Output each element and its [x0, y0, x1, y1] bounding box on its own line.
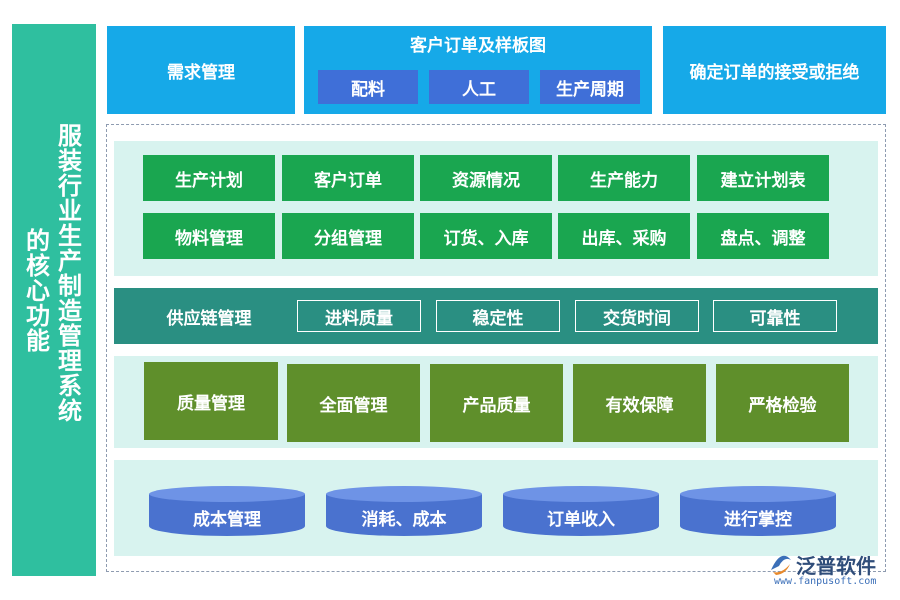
stability-item: 稳定性: [436, 300, 560, 332]
customer-orders-title: 客户订单及样板图: [410, 35, 546, 56]
demand-management-label: 需求管理: [167, 62, 235, 83]
quality-panel: 质量管理 全面管理 产品质量 有效保障 严格检验: [114, 356, 878, 448]
sidebar-title-char: 核: [26, 252, 50, 280]
outbound-purchasing-item: 出库、采购: [558, 213, 690, 259]
sidebar-title-char: 理: [58, 347, 82, 375]
sidebar-title-main: 服装行业生产制造管理系统: [58, 124, 82, 424]
sidebar-title-char: 服: [58, 122, 82, 150]
incoming-quality-item: 进料质量: [297, 300, 421, 332]
group-management-item: 分组管理: [282, 213, 414, 259]
sidebar-title-char: 行: [58, 172, 82, 200]
labor-item: 人工: [429, 70, 529, 104]
order-revenue-label: 订单收入: [547, 509, 615, 530]
fanpu-logo-url: www.fanpusoft.com: [774, 576, 877, 587]
sidebar-title-bar: 服装行业生产制造管理系统 的核心功能: [12, 24, 96, 576]
total-management-item: 全面管理: [287, 364, 420, 442]
order-decision-box: 确定订单的接受或拒绝: [663, 26, 886, 114]
fanpu-logo-brand: 泛普软件: [796, 554, 876, 578]
sidebar-title-char: 心: [26, 277, 50, 305]
customer-order-item: 客户订单: [282, 155, 414, 201]
reliability-item: 可靠性: [713, 300, 837, 332]
inventory-adjustment-item: 盘点、调整: [697, 213, 829, 259]
cost-management-cylinder: 成本管理: [149, 486, 305, 544]
sidebar-title-char: 管: [58, 322, 82, 350]
sidebar-title-char: 装: [58, 147, 82, 175]
delivery-time-item: 交货时间: [575, 300, 699, 332]
supply-chain-label: 供应链管理: [166, 308, 252, 329]
ordering-warehousing-item: 订货、入库: [420, 213, 552, 259]
quality-management-item: 质量管理: [144, 362, 278, 440]
strict-inspection-item: 严格检验: [716, 364, 849, 442]
planning-panel: 生产计划 客户订单 资源情况 生产能力 建立计划表 物料管理 分组管理 订货、入…: [114, 141, 878, 276]
sidebar-title-char: 业: [58, 197, 82, 225]
consumption-cost-cylinder: 消耗、成本: [326, 486, 482, 544]
sidebar-title-sub: 的核心功能: [26, 229, 50, 354]
control-cylinder: 进行掌控: [680, 486, 836, 544]
fanpu-logo-icon: [771, 555, 791, 575]
cost-panel: 成本管理 消耗、成本 订单收入 进行掌控: [114, 460, 878, 556]
sidebar-title-char: 统: [58, 397, 82, 425]
sidebar-title-char: 的: [26, 227, 50, 255]
sidebar-title-char: 造: [58, 297, 82, 325]
sidebar-title-char: 功: [26, 302, 50, 330]
customer-orders-box: 客户订单及样板图 配料 人工 生产周期: [304, 26, 652, 114]
sidebar-title-char: 制: [58, 272, 82, 300]
demand-management-box: 需求管理: [107, 26, 295, 114]
fanpu-logo: 泛普软件 www.fanpusoft.com: [762, 550, 892, 590]
consumption-cost-label: 消耗、成本: [361, 509, 447, 530]
product-quality-item: 产品质量: [430, 364, 563, 442]
production-cycle-item: 生产周期: [540, 70, 640, 104]
supply-chain-bar: 供应链管理 进料质量 稳定性 交货时间 可靠性: [114, 288, 878, 344]
sidebar-title-char: 生: [58, 222, 82, 250]
effective-assurance-item: 有效保障: [573, 364, 706, 442]
order-decision-label: 确定订单的接受或拒绝: [689, 62, 860, 83]
order-revenue-cylinder: 订单收入: [503, 486, 659, 544]
cost-management-label: 成本管理: [193, 509, 261, 530]
material-management-item: 物料管理: [143, 213, 275, 259]
ingredients-item: 配料: [318, 70, 418, 104]
production-capacity-item: 生产能力: [558, 155, 690, 201]
sidebar-title-char: 系: [58, 372, 82, 400]
core-modules-container: [106, 124, 886, 572]
sidebar-title-char: 产: [58, 247, 82, 275]
resource-status-item: 资源情况: [420, 155, 552, 201]
create-schedule-item: 建立计划表: [697, 155, 829, 201]
control-label: 进行掌控: [724, 509, 792, 530]
production-plan-item: 生产计划: [143, 155, 275, 201]
sidebar-title-char: 能: [26, 327, 50, 355]
